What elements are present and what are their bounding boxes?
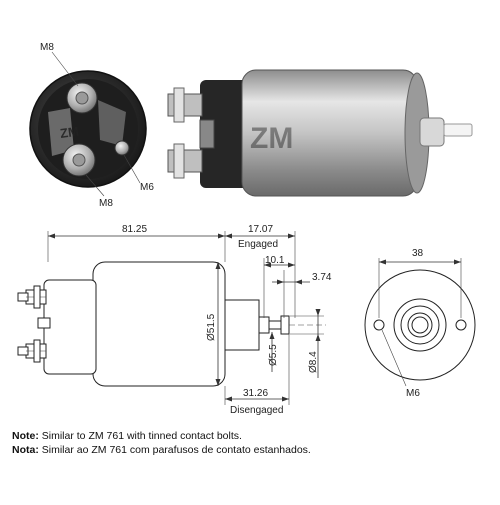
dim-10-1: 10.1 bbox=[265, 255, 285, 266]
dim-8-4: Ø8.4 bbox=[308, 351, 319, 373]
dim-engaged: 17.07 bbox=[248, 224, 273, 235]
end-drawing bbox=[364, 269, 476, 381]
photo-labels: M8 M8 M6 bbox=[40, 42, 154, 209]
end-label-m6: M6 bbox=[406, 388, 420, 399]
dim-5-5: Ø5.5 bbox=[268, 344, 279, 366]
mount-hole-left bbox=[373, 319, 385, 331]
side-dimensions: 81.25 17.07 Engaged 10.1 3.74 Ø51.5 Ø5.5 bbox=[47, 224, 332, 416]
note-portuguese: Nota: Similar ao ZM 761 com parafusos de… bbox=[12, 444, 311, 456]
photo-label-m6: M6 bbox=[140, 182, 154, 193]
side-drawing bbox=[17, 261, 326, 387]
end-dimensions: 38 M6 bbox=[378, 248, 462, 399]
dim-diameter-body: Ø51.5 bbox=[206, 313, 217, 341]
dim-disengaged-label: Disengaged bbox=[230, 405, 283, 416]
dim-disengaged: 31.26 bbox=[243, 388, 268, 399]
dim-length-total: 81.25 bbox=[122, 224, 147, 235]
dim-engaged-label: Engaged bbox=[238, 239, 278, 250]
photo-label-m8-top: M8 bbox=[40, 42, 54, 53]
svg-text:ZM: ZM bbox=[59, 124, 80, 141]
dim-width-38: 38 bbox=[412, 248, 424, 259]
mount-hole-right bbox=[455, 319, 467, 331]
photo-end-view: ZM bbox=[29, 70, 147, 188]
note-english: Note: Similar to ZM 761 with tinned cont… bbox=[12, 430, 242, 442]
contact-cap bbox=[43, 279, 97, 375]
dim-3-74: 3.74 bbox=[312, 272, 332, 283]
photo-label-m8-bottom: M8 bbox=[99, 198, 113, 209]
front-flange bbox=[224, 299, 260, 351]
svg-text:ZM: ZM bbox=[250, 122, 293, 155]
notes-block: Note: Similar to ZM 761 with tinned cont… bbox=[12, 429, 492, 457]
photo-side-view: ZM bbox=[167, 69, 473, 197]
